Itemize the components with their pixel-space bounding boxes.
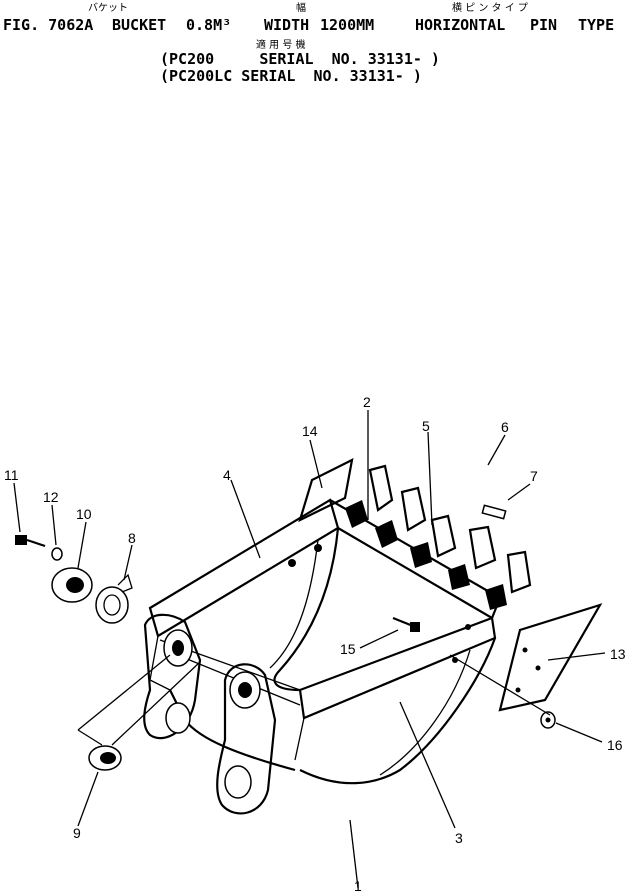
part-9-bushing <box>88 745 122 771</box>
part-7-pin <box>481 504 507 520</box>
kana-horizontal-pin-type: 横 ピ ン タ イ プ <box>452 1 528 14</box>
right-bracket <box>216 663 277 815</box>
header: バケット 幅 横 ピ ン タ イ プ FIG. 7062A BUCKET 0.8… <box>3 1 614 85</box>
callout-13: 13 <box>610 646 626 662</box>
left-side-plate <box>148 498 340 638</box>
callout-16: 16 <box>607 737 623 753</box>
title-pin: PIN <box>530 16 557 34</box>
serial-line-pc200: (PC200 SERIAL NO. 33131- ) <box>160 50 440 68</box>
callout-8: 8 <box>128 530 136 546</box>
kana-applicable: 適 用 号 機 <box>256 38 306 51</box>
callout-12: 12 <box>43 489 59 505</box>
callouts: 1 2 3 4 5 6 7 8 9 10 11 12 13 14 15 16 <box>4 394 626 893</box>
title-width-label: WIDTH <box>264 16 309 34</box>
callout-3: 3 <box>455 830 463 846</box>
part-8-shim <box>95 573 133 624</box>
kana-width: 幅 <box>296 1 306 14</box>
callout-15: 15 <box>340 641 356 657</box>
bottom-plate <box>273 527 340 692</box>
part-10-collar <box>51 567 93 603</box>
part-16-nut <box>540 711 556 729</box>
part-12-washer <box>51 547 63 561</box>
teeth-row <box>345 464 532 610</box>
title-bucket: BUCKET <box>112 16 166 34</box>
callout-10: 10 <box>76 506 92 522</box>
bucket-assembly <box>143 458 532 815</box>
right-side-plate <box>298 616 497 720</box>
callout-5: 5 <box>422 418 430 434</box>
title-width-value: 1200MM <box>320 16 374 34</box>
leader-lines <box>13 410 606 889</box>
title-type: TYPE <box>578 16 614 34</box>
serial-line-pc200lc: (PC200LC SERIAL NO. 33131- ) <box>160 67 422 85</box>
left-bracket <box>143 613 202 740</box>
side-cutter-left <box>298 458 354 523</box>
figure-number: FIG. 7062A <box>3 16 93 34</box>
callout-11: 11 <box>4 467 19 483</box>
callout-9: 9 <box>73 825 81 841</box>
part-11-bolt <box>15 535 46 548</box>
callout-7: 7 <box>530 468 538 484</box>
title-capacity: 0.8M³ <box>186 16 231 34</box>
callout-6: 6 <box>501 419 509 435</box>
callout-4: 4 <box>223 467 231 483</box>
kana-bucket: バケット <box>88 2 128 14</box>
callout-1: 1 <box>354 878 362 893</box>
title-horizontal: HORIZONTAL <box>415 16 505 34</box>
callout-2: 2 <box>363 394 371 410</box>
callout-14: 14 <box>302 423 318 439</box>
part-15-bolt <box>392 616 420 632</box>
